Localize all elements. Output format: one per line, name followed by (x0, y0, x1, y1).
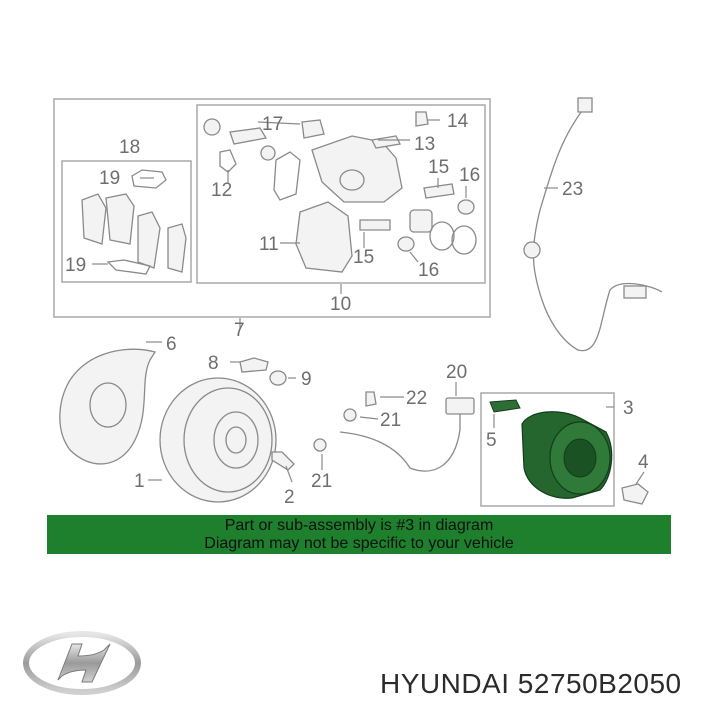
brake-pads-drawing (81, 169, 187, 275)
callout-3: 3 (623, 398, 634, 419)
callout-21: 21 (311, 471, 332, 492)
callout-12: 12 (211, 180, 232, 201)
callout-15: 15 (428, 157, 449, 178)
callout-labels: 18 19 19 17 14 13 15 16 12 11 15 16 10 7… (65, 111, 649, 508)
hyundai-logo (23, 631, 141, 695)
callout-11: 11 (259, 234, 279, 255)
callout-6: 6 (166, 334, 177, 355)
caliper-assembly-frame (53, 98, 491, 318)
banner-line-1: Part or sub-assembly is #3 in diagram (224, 517, 494, 534)
brake-disc-drawing (159, 377, 277, 503)
callout-21: 21 (380, 410, 401, 431)
caliper-frame (196, 104, 486, 284)
callout-5: 5 (486, 430, 497, 451)
callout-16: 16 (418, 260, 439, 281)
callout-17: 17 (262, 114, 283, 135)
part-number: HYUNDAI 52750B2050 (380, 668, 682, 699)
callout-4: 4 (638, 452, 649, 473)
callout-22: 22 (406, 388, 427, 409)
callout-1: 1 (134, 471, 145, 492)
banner-line-2: Diagram may not be specific to your vehi… (204, 535, 514, 552)
callout-13: 13 (414, 134, 435, 155)
callout-20: 20 (446, 362, 467, 383)
callout-16: 16 (459, 165, 480, 186)
caliper-parts-drawing (203, 111, 477, 273)
hardware-drawing (239, 357, 649, 505)
callout-2: 2 (284, 487, 295, 508)
callout-23: 23 (562, 179, 583, 200)
callout-14: 14 (447, 111, 469, 132)
speed-sensor-drawing (523, 97, 663, 352)
callout-7: 7 (234, 320, 245, 341)
pad-kit-frame (61, 160, 192, 283)
hub-assembly-frame (480, 392, 615, 507)
dust-shield-drawing (59, 348, 157, 465)
callout-8: 8 (208, 353, 219, 374)
hub-bearing-assembly-highlight (489, 399, 613, 499)
callout-19: 19 (99, 168, 120, 189)
fitment-banner: Part or sub-assembly is #3 in diagram Di… (47, 515, 671, 554)
leader-lines (92, 119, 645, 485)
callout-18: 18 (119, 137, 140, 158)
callout-19: 19 (65, 255, 86, 276)
callout-9: 9 (301, 369, 312, 390)
callout-10: 10 (330, 294, 351, 315)
callout-15: 15 (353, 247, 374, 268)
